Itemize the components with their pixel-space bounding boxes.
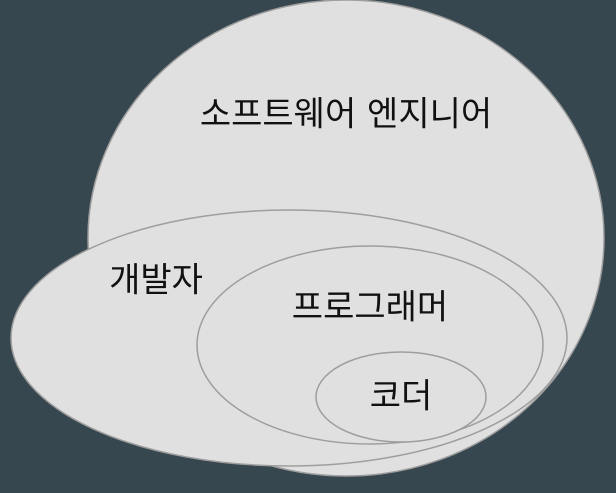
developer-label: 개발자 (109, 261, 203, 301)
software-engineer-label: 소프트웨어 엔지니어 (200, 95, 492, 135)
programmer-label: 프로그래머 (292, 288, 448, 328)
coder-ellipse (315, 351, 487, 443)
coder-label: 코더 (370, 377, 433, 417)
